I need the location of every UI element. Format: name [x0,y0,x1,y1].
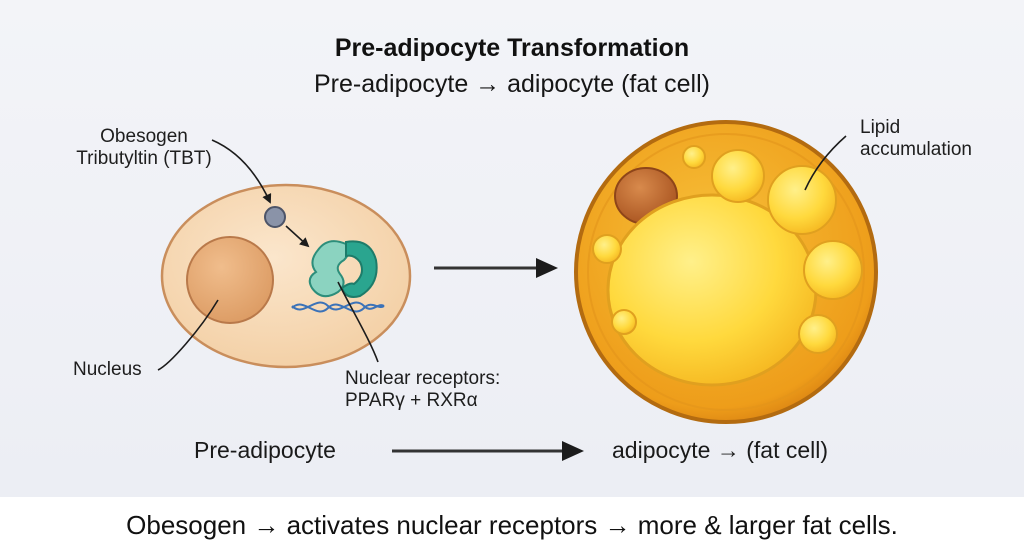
nuclear-receptor-rxr [340,240,378,298]
obesogen-to-receptor-arrow [285,225,310,248]
receptors-label-line1: Nuclear receptors: [345,368,501,389]
nucleus-leader-line [157,299,219,371]
receptor-leader-line [337,281,379,363]
lipid-label: Lipid accumulation [860,117,972,161]
lipid-label-line2: accumulation [860,139,972,160]
obesogen-label: Obesogen Tributyltin (TBT) [44,126,244,170]
adipocyte-stage-label: adipocyte → (fat cell) [612,437,829,463]
pre-adipocyte-stage-label: Pre-adipocyte [194,437,336,463]
transformation-arrow [434,258,558,278]
lipid-leader-line [804,135,847,191]
diagram-title: Pre-adipocyte Transformation [334,34,690,62]
pre-adipocyte-nucleus [186,236,274,324]
obesogen-label-line2: Tributyltin (TBT) [76,148,212,169]
receptors-label: Nuclear receptors: PPARγ + RXRα [345,368,500,412]
receptors-label-line2: PPARγ + RXRα [345,390,478,411]
obesogen-label-line1: Obesogen [100,126,188,147]
obesogen-leader-line [211,139,272,204]
lipid-label-line1: Lipid [860,117,901,138]
diagram-subtitle: Pre-adipocyte → adipocyte (fat cell) [313,70,710,98]
small-lipid-droplets [592,145,863,354]
diagram-caption: Obesogen → activates nuclear receptors →… [126,510,898,540]
dna-helix [291,301,385,313]
stage-arrow [392,441,584,461]
nucleus-label: Nucleus [73,359,142,380]
diagram-artwork [157,120,878,461]
obesogen-molecule [264,206,286,228]
